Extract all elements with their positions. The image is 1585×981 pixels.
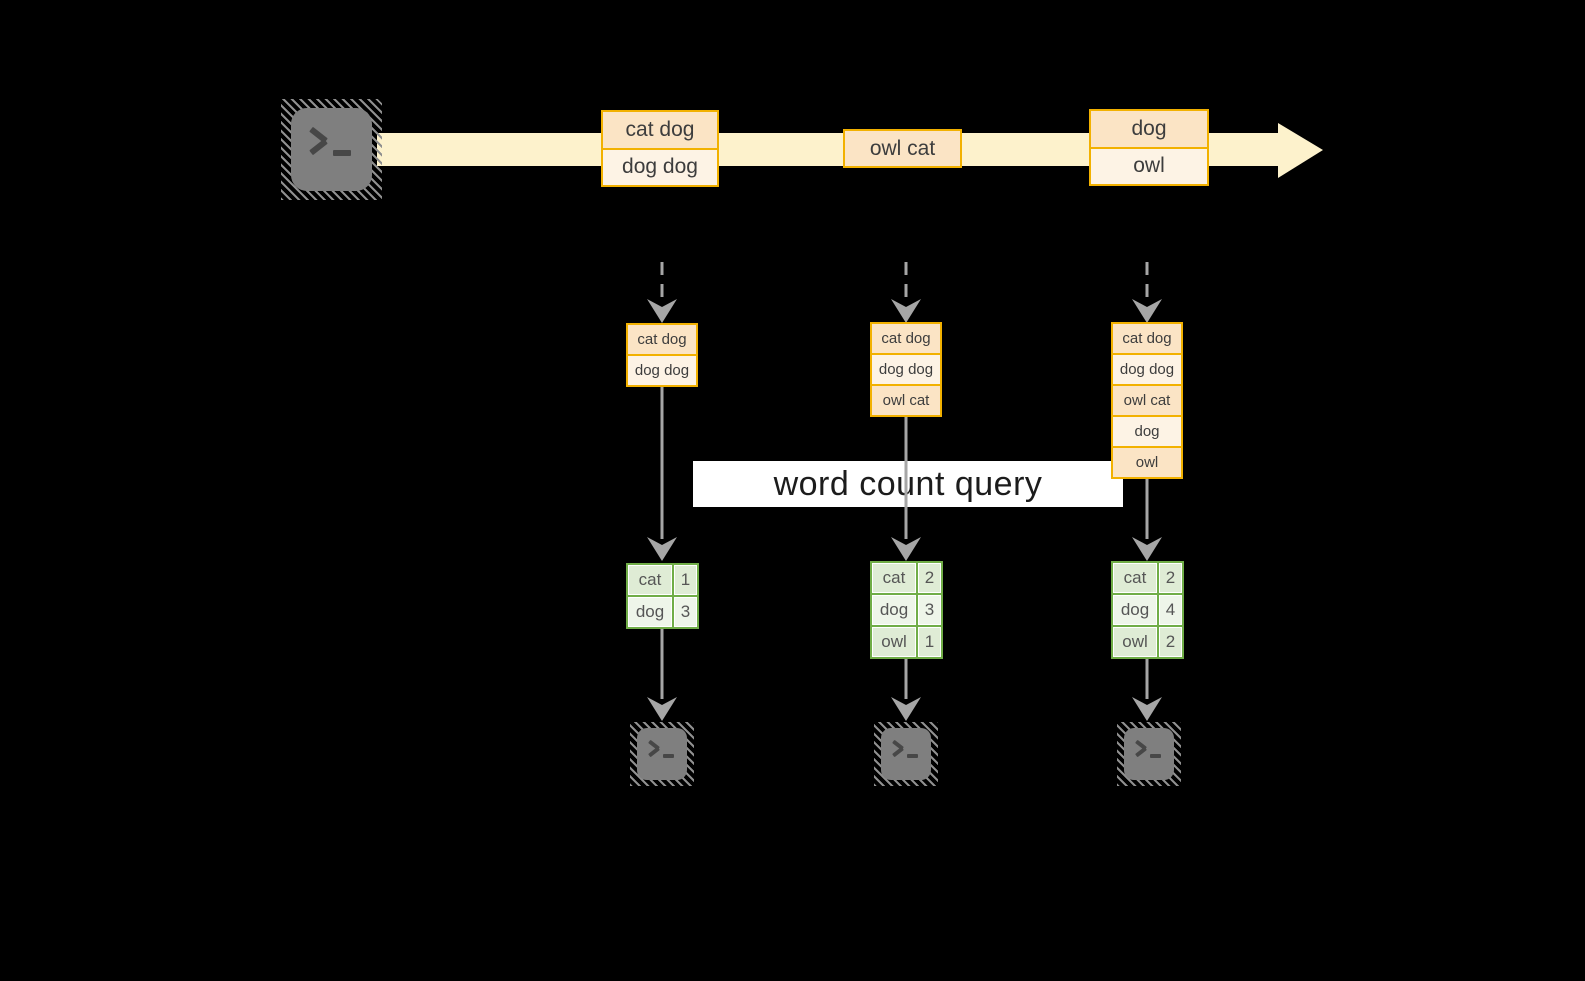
count-table-1: cat 1 dog 3 — [626, 563, 699, 629]
event-line: owl — [1091, 146, 1207, 184]
event-line: dog dog — [603, 147, 717, 185]
count-word-cell: cat — [628, 565, 672, 595]
stream-arrowhead-icon — [1278, 123, 1323, 178]
prompt-underscore-icon — [1150, 754, 1161, 758]
buffer-line: dog dog — [628, 354, 696, 385]
stream-event-2: owl cat — [843, 129, 962, 168]
terminal-face — [291, 108, 372, 191]
prompt-chevron-icon — [892, 746, 904, 758]
sink-terminal-icon — [874, 722, 938, 786]
dashed-arrowhead-icon — [647, 299, 677, 323]
buffer-line: owl cat — [872, 384, 940, 415]
count-value-cell: 3 — [918, 595, 941, 625]
event-line: dog — [1091, 111, 1207, 147]
count-word-cell: dog — [628, 597, 672, 627]
count-value-cell: 1 — [674, 565, 697, 595]
stream-event-1: cat dog dog dog — [601, 110, 719, 187]
count-word-cell: cat — [872, 563, 916, 593]
count-table-2: cat 2 dog 3 owl 1 — [870, 561, 943, 659]
count-word-cell: dog — [872, 595, 916, 625]
buffer-line: cat dog — [1113, 324, 1181, 353]
terminal-face — [637, 728, 687, 780]
count-value-cell: 1 — [918, 627, 941, 657]
terminal-face — [1124, 728, 1174, 780]
count-value-cell: 2 — [1159, 627, 1182, 657]
buffer-line: dog dog — [1113, 353, 1181, 384]
prompt-underscore-icon — [333, 150, 351, 156]
count-value-cell: 3 — [674, 597, 697, 627]
flow-arrowhead-icon — [891, 697, 921, 721]
sink-terminal-icon — [1117, 722, 1181, 786]
buffer-box-2: cat dog dog dog owl cat — [870, 322, 942, 417]
source-terminal-icon — [281, 99, 382, 200]
buffer-line: cat dog — [872, 324, 940, 353]
count-value-cell: 2 — [918, 563, 941, 593]
stream-event-3: dog owl — [1089, 109, 1209, 186]
count-word-cell: owl — [872, 627, 916, 657]
prompt-chevron-icon — [309, 138, 328, 156]
flow-arrowhead-icon — [647, 537, 677, 561]
dashed-arrowhead-icon — [891, 299, 921, 323]
query-label-text: word count query — [773, 464, 1043, 503]
prompt-underscore-icon — [907, 754, 918, 758]
prompt-chevron-icon — [1135, 746, 1147, 758]
query-label: word count query — [693, 461, 1123, 507]
event-line: owl cat — [845, 131, 960, 166]
count-word-cell: cat — [1113, 563, 1157, 593]
count-table-3: cat 2 dog 4 owl 2 — [1111, 561, 1184, 659]
count-value-cell: 2 — [1159, 563, 1182, 593]
flow-arrowhead-icon — [1132, 697, 1162, 721]
dashed-arrowhead-icon — [1132, 299, 1162, 323]
buffer-line: cat dog — [628, 325, 696, 354]
count-value-cell: 4 — [1159, 595, 1182, 625]
event-line: cat dog — [603, 112, 717, 148]
buffer-line: dog — [1113, 415, 1181, 446]
sink-terminal-icon — [630, 722, 694, 786]
buffer-box-1: cat dog dog dog — [626, 323, 698, 387]
flow-arrowhead-icon — [647, 697, 677, 721]
prompt-chevron-icon — [648, 746, 660, 758]
terminal-face — [881, 728, 931, 780]
prompt-underscore-icon — [663, 754, 674, 758]
buffer-line: owl cat — [1113, 384, 1181, 415]
buffer-line: dog dog — [872, 353, 940, 384]
flow-arrowhead-icon — [1132, 537, 1162, 561]
flow-arrowhead-icon — [891, 537, 921, 561]
buffer-box-3: cat dog dog dog owl cat dog owl — [1111, 322, 1183, 479]
count-word-cell: owl — [1113, 627, 1157, 657]
count-word-cell: dog — [1113, 595, 1157, 625]
buffer-line: owl — [1113, 446, 1181, 477]
